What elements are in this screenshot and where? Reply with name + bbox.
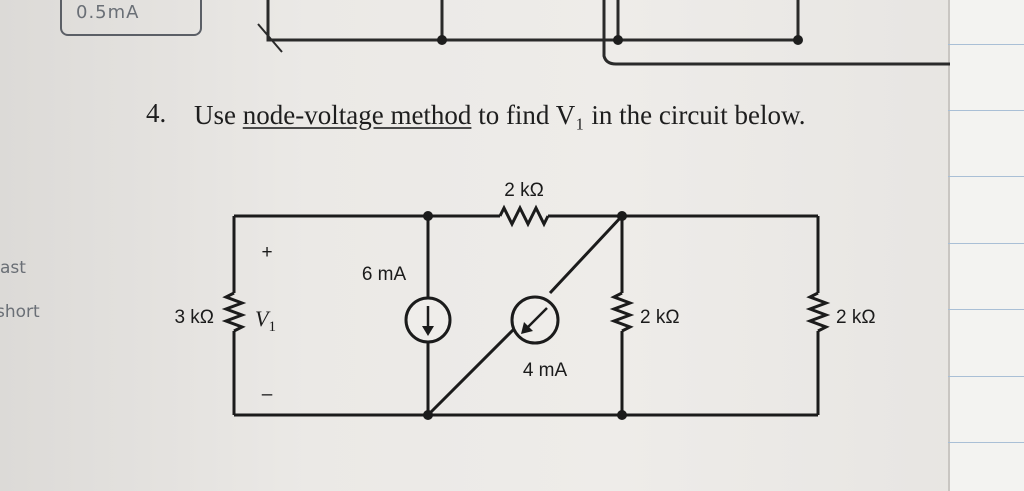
current-source-6ma: [404, 296, 452, 344]
diagonal-wire-upper: [548, 214, 624, 295]
ruled-line: [948, 110, 1024, 111]
v1-label: V1: [255, 306, 276, 335]
junction-dot: [617, 410, 627, 420]
diagonal-wire: [426, 321, 522, 417]
ruled-line: [948, 243, 1024, 244]
source-6ma-label: 6 mA: [362, 264, 407, 285]
v1-minus-sign: –: [262, 384, 273, 405]
v1-letter: V: [255, 306, 271, 331]
top-resistor-label: 2 kΩ: [504, 180, 544, 201]
right-resistor: [805, 291, 831, 333]
current-source-4ma: [510, 295, 560, 345]
right-resistor-label: 2 kΩ: [836, 307, 876, 328]
ruled-line: [948, 442, 1024, 443]
source-4ma-label: 4 mA: [523, 360, 568, 381]
notebook-page-edge: [948, 0, 1024, 491]
middle-resistor-label: 2 kΩ: [640, 307, 680, 328]
problem-text-before: Use: [194, 100, 243, 130]
v1-plus-sign: +: [261, 242, 272, 263]
junction-dot: [617, 211, 627, 221]
junction-dot: [423, 410, 433, 420]
junction-dot: [423, 211, 433, 221]
problem-statement: Use node-voltage method to find V₁ in th…: [194, 98, 874, 132]
problem-number: 4.: [146, 98, 167, 128]
v1-subscript: 1: [268, 319, 276, 335]
margin-note-top: ast: [0, 258, 26, 278]
ruled-line: [948, 309, 1024, 310]
handwritten-answer: 0.5mA: [76, 2, 140, 23]
middle-resistor: [609, 291, 635, 333]
top-resistor: [498, 204, 550, 228]
problem-text-after: to find V₁ in the circuit below.: [471, 100, 806, 130]
left-resistor-label: 3 kΩ: [174, 307, 214, 328]
problem-text-underlined: node-voltage method: [242, 100, 472, 130]
margin-note-bottom: short: [0, 302, 40, 322]
ruled-line: [948, 44, 1024, 45]
ruled-line: [948, 376, 1024, 377]
ruled-line: [948, 176, 1024, 177]
left-resistor: [221, 291, 247, 333]
previous-circuit-sketch: [257, 0, 950, 66]
answer-box: [60, 0, 202, 36]
